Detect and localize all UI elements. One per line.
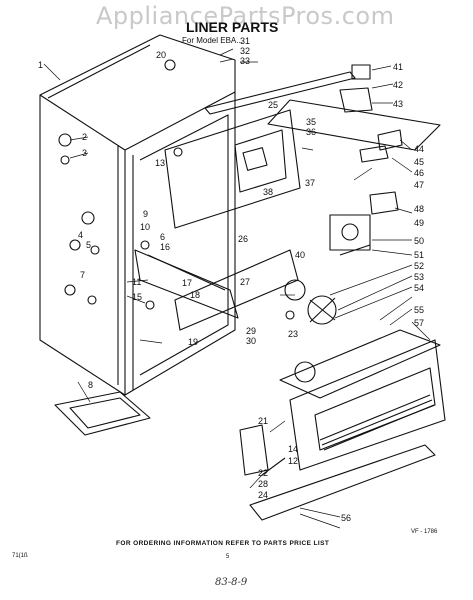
callout-40: 40 (295, 250, 305, 260)
drawing-code: VF - 1786 (411, 529, 438, 535)
callout-31: 31 (240, 36, 250, 46)
callout-20: 20 (156, 50, 166, 60)
top-panel (204, 71, 441, 151)
leader-lines (43, 48, 431, 529)
callout-4: 4 (78, 230, 83, 240)
watermark: AppliancePartsPros.com (96, 2, 395, 30)
handwritten-note: 83-8-9 (215, 577, 248, 588)
callout-9: 9 (143, 209, 148, 219)
callout-49: 49 (414, 218, 424, 228)
divider-panel (164, 109, 301, 229)
drip-tray (54, 391, 151, 436)
callout-2: 2 (82, 132, 87, 142)
callout-53: 53 (414, 272, 424, 282)
callout-3: 3 (82, 148, 87, 158)
callout-35: 35 (306, 117, 316, 127)
callout-43: 43 (393, 99, 403, 109)
callout-57: 57 (414, 318, 424, 328)
callout-54: 54 (414, 283, 424, 293)
callout-8: 8 (88, 380, 93, 390)
callout-51: 51 (414, 250, 424, 260)
callout-16: 16 (160, 242, 170, 252)
callout-45: 45 (414, 157, 424, 167)
callout-15: 15 (132, 292, 142, 302)
callout-10: 10 (140, 222, 150, 232)
callout-5: 5 (86, 240, 91, 250)
left-wall-clips (58, 59, 183, 310)
callout-24: 24 (258, 490, 268, 500)
callout-37: 37 (305, 178, 315, 188)
callout-28: 28 (258, 479, 268, 489)
page-number: 5 (226, 554, 230, 560)
callout-33: 33 (240, 56, 250, 66)
model-label: For Model EBA... (182, 36, 243, 45)
callout-38: 38 (263, 187, 273, 197)
callout-14: 14 (288, 444, 298, 454)
toe-plate (239, 424, 436, 521)
callout-12: 12 (288, 456, 298, 466)
callout-56: 56 (341, 513, 351, 523)
callout-21: 21 (258, 416, 268, 426)
light-housing (339, 64, 403, 215)
callout-29: 29 (246, 326, 256, 336)
callout-44: 44 (414, 144, 424, 154)
callout-11: 11 (132, 277, 141, 287)
callout-6: 6 (160, 232, 165, 242)
fan-assembly (284, 214, 371, 325)
callout-52: 52 (414, 261, 424, 271)
callout-1: 1 (38, 60, 43, 70)
callout-41: 41 (393, 62, 403, 72)
evaporator-cover (279, 329, 446, 471)
callout-46: 46 (414, 168, 424, 178)
callout-48: 48 (414, 204, 424, 214)
callout-13: 13 (155, 158, 165, 168)
callout-55: 55 (414, 305, 424, 315)
callout-30: 30 (246, 336, 256, 346)
shelf-frame (134, 249, 299, 331)
diagram-title: LINER PARTS (186, 19, 279, 35)
callout-36: 36 (306, 127, 316, 137)
callout-18: 18 (190, 290, 200, 300)
callout-32: 32 (240, 46, 250, 56)
callout-27: 27 (240, 277, 250, 287)
callout-17: 17 (182, 278, 192, 288)
ordering-footer: FOR ORDERING INFORMATION REFER TO PARTS … (116, 540, 330, 547)
callout-22: 22 (258, 468, 268, 478)
callout-26: 26 (238, 234, 248, 244)
callout-25: 25 (268, 100, 278, 110)
callout-42: 42 (393, 80, 403, 90)
callout-7: 7 (80, 270, 85, 280)
print-code: 71(1ß (12, 553, 28, 559)
callout-47: 47 (414, 180, 424, 190)
callout-labels: 1 2 3 4 5 6 7 8 9 10 11 12 13 14 15 16 1… (38, 36, 424, 523)
callout-23: 23 (288, 329, 298, 339)
liner-cabinet (39, 34, 236, 396)
callout-50: 50 (414, 236, 424, 246)
callout-19: 19 (188, 337, 198, 347)
